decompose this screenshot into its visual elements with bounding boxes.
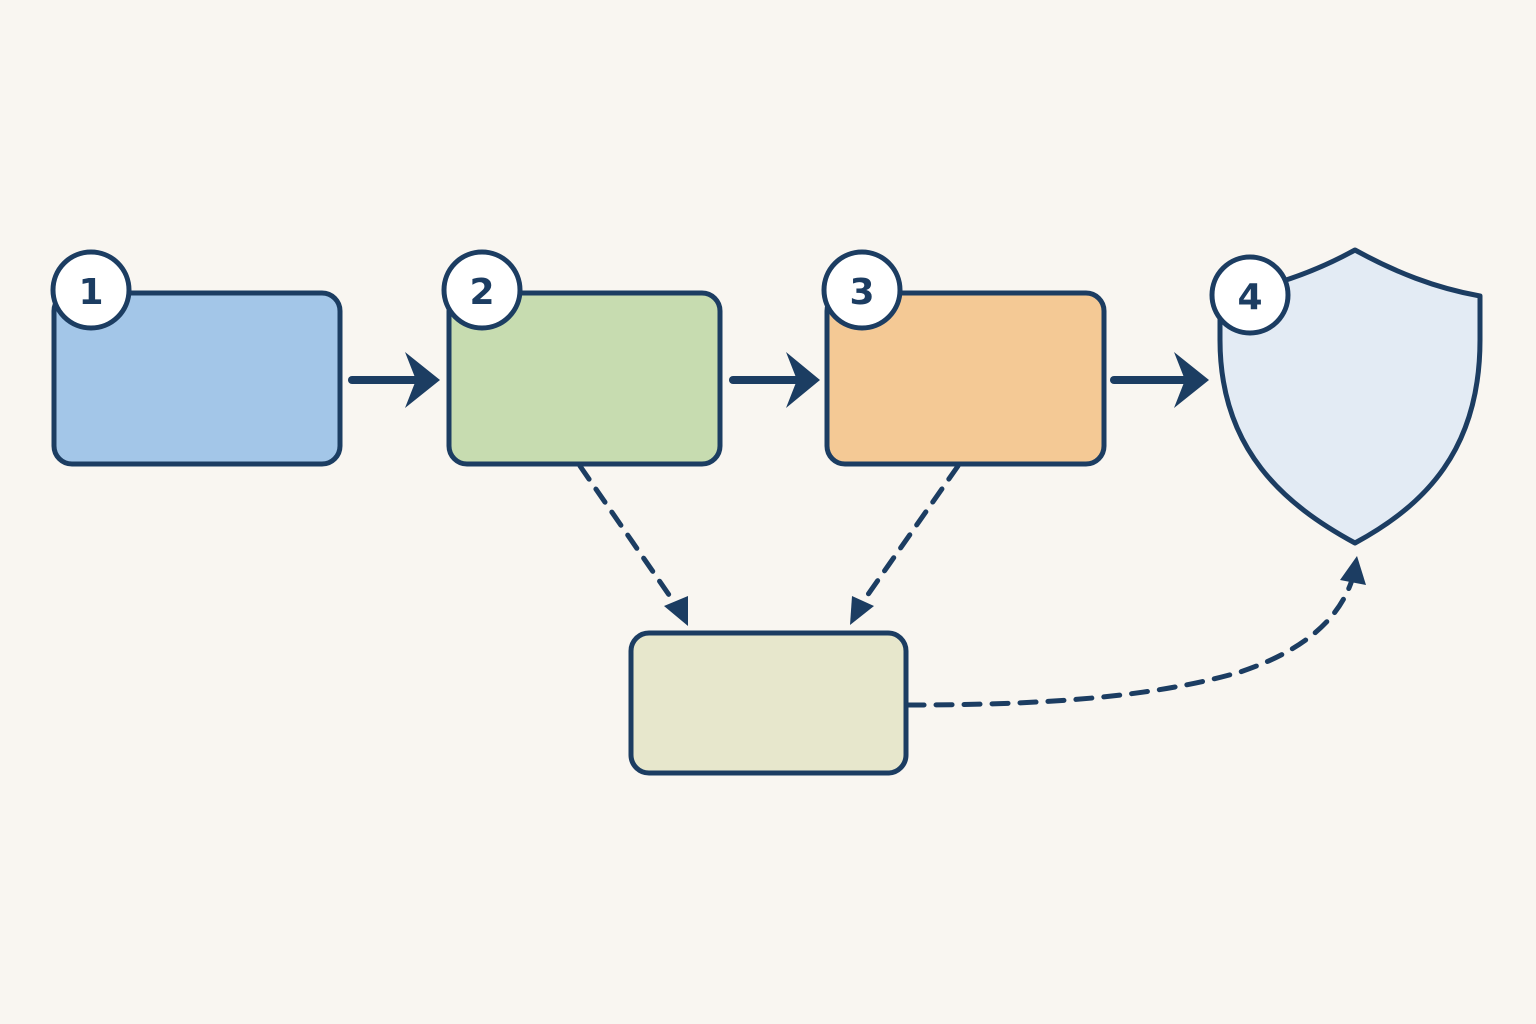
step-3-badge: 3 — [821, 249, 903, 331]
step-1-box — [51, 290, 343, 467]
dashed-arrow-2-to-bottom — [577, 463, 679, 608]
arrow-3-to-4-head — [1174, 352, 1209, 408]
dashed-arrow-3-to-bottom-head — [850, 596, 874, 625]
step-4-badge: 4 — [1209, 254, 1291, 336]
arrow-2-to-3-head — [786, 352, 820, 408]
step-2-box — [446, 290, 723, 467]
step-4-number: 4 — [1237, 277, 1262, 318]
dashed-arrow-2-to-bottom-head — [664, 596, 688, 626]
step-1-badge: 1 — [50, 249, 132, 331]
step-3-box — [824, 290, 1107, 467]
step-2-number: 2 — [469, 272, 494, 313]
step-1-number: 1 — [78, 272, 103, 313]
dashed-arrow-3-to-bottom — [859, 463, 961, 606]
dashed-arrow-bottom-to-shield — [905, 577, 1355, 708]
step-3-number: 3 — [849, 272, 874, 313]
step-2-badge: 2 — [441, 249, 523, 331]
dashed-arrow-bottom-to-shield-head — [1340, 556, 1366, 585]
bottom-box — [628, 630, 909, 776]
arrow-1-to-2-head — [405, 352, 440, 408]
